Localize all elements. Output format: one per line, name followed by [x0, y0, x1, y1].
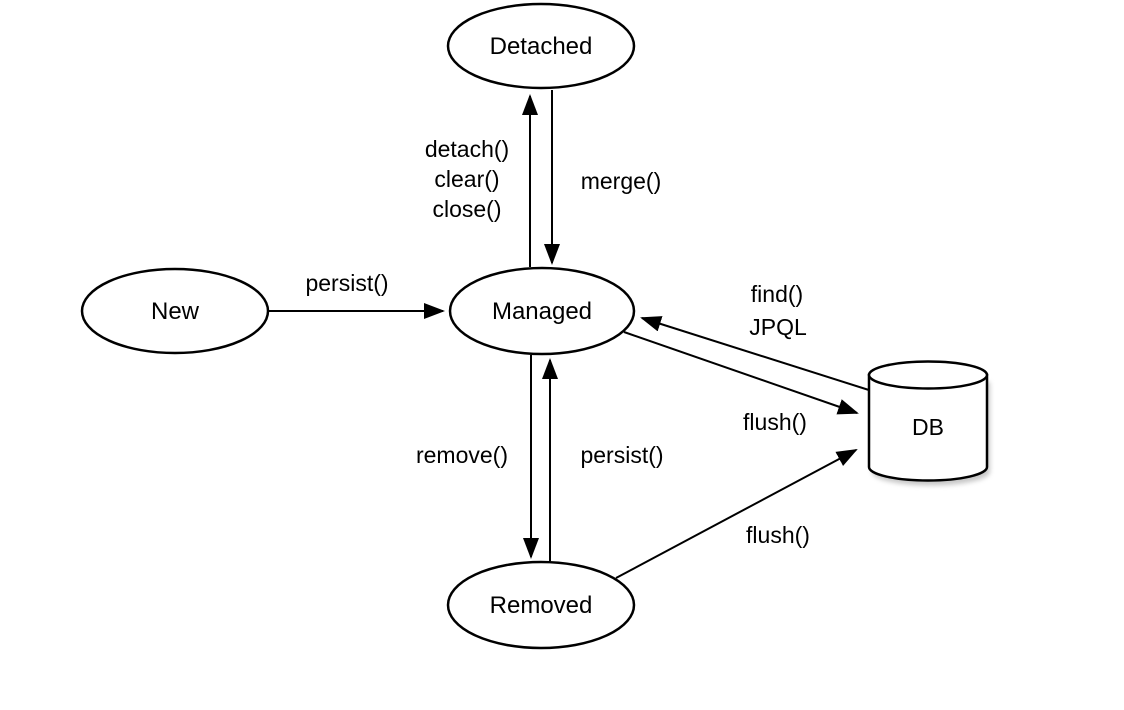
edge-removed-to-db — [615, 449, 858, 579]
node-removed-shape — [446, 560, 636, 650]
edge-label-persist-top: persist() — [305, 270, 388, 296]
edge-label-detach: detach() — [425, 136, 509, 162]
node-new-shape — [80, 267, 270, 355]
node-managed-label: Managed — [492, 298, 592, 325]
edge-label-merge: merge() — [581, 168, 662, 194]
edge-label-persist-bottom: persist() — [580, 442, 663, 468]
node-db-label: DB — [912, 414, 944, 440]
edge-db-to-managed — [640, 316, 873, 392]
node-managed: Managed — [448, 266, 636, 356]
node-removed: Removed — [446, 560, 636, 650]
edge-label-flush-managed: flush() — [743, 409, 807, 435]
node-removed-label: Removed — [490, 592, 593, 619]
edge-label-flush-removed: flush() — [746, 522, 810, 548]
edge-label-clear: clear() — [434, 166, 499, 192]
edge-label-jpql: JPQL — [749, 314, 807, 340]
node-managed-shape — [448, 266, 636, 356]
db-cylinder-body — [867, 373, 989, 482]
edge-label-close: close() — [432, 196, 501, 222]
node-detached-label: Detached — [490, 33, 593, 60]
node-new: New — [80, 267, 270, 355]
node-detached-shape — [446, 2, 636, 90]
edge-label-find: find() — [751, 281, 803, 307]
edge-label-remove: remove() — [416, 442, 508, 468]
node-detached: Detached — [446, 2, 636, 90]
node-new-label: New — [151, 298, 200, 325]
db-cylinder-top — [867, 360, 989, 390]
node-db: DB — [867, 360, 990, 486]
edge-managed-to-db — [623, 331, 859, 415]
